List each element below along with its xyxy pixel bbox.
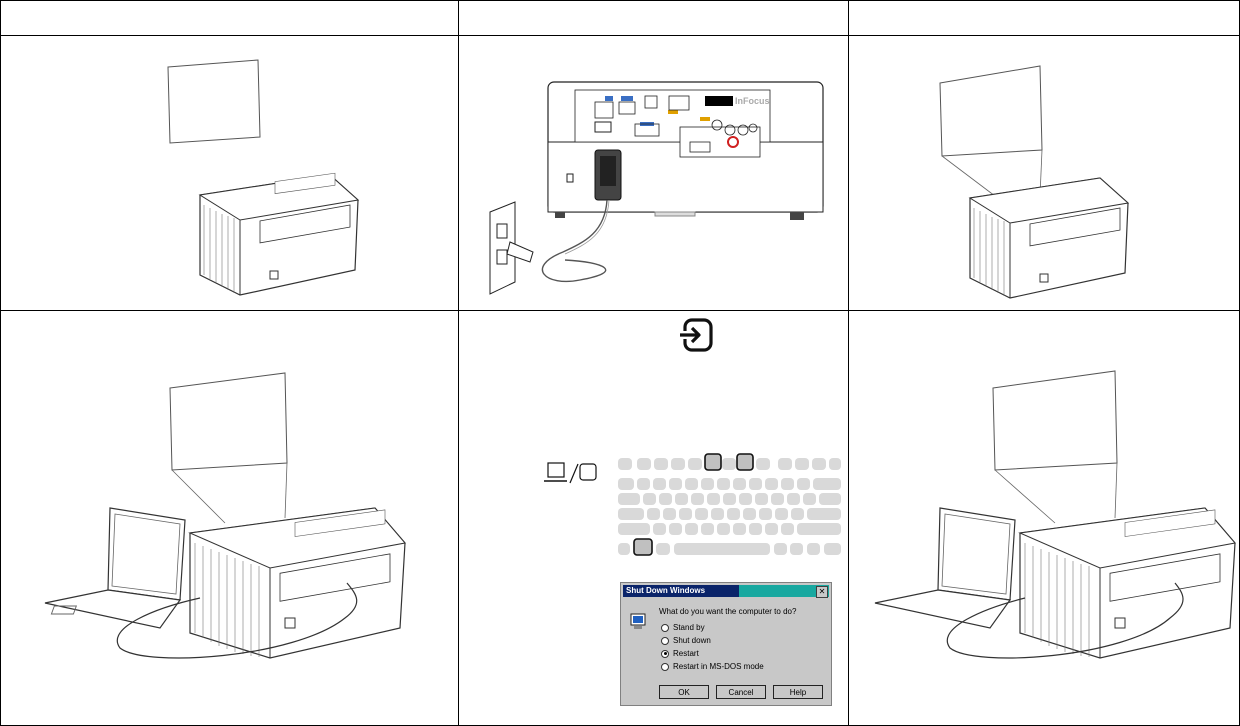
radio-shut-down[interactable] [661, 637, 669, 645]
radio-stand-by[interactable] [661, 624, 669, 632]
header-cell-2 [459, 0, 849, 36]
highlighted-fn-key [634, 539, 652, 555]
input-source-icon [676, 316, 716, 356]
laptop-projecting-illustration [865, 368, 1240, 668]
brand-logo-text: InFocus [735, 96, 770, 106]
laptop-connection-illustration [35, 368, 415, 668]
ok-button[interactable]: OK [659, 685, 709, 699]
shut-down-dialog: Shut Down Windows ✕ What do you want the… [620, 582, 832, 706]
wall-outlet [490, 202, 533, 294]
option-stand-by[interactable]: Stand by [661, 623, 705, 632]
help-button[interactable]: Help [773, 685, 823, 699]
computer-icon [629, 613, 649, 631]
radio-restart[interactable] [661, 650, 669, 658]
laptop-icon [543, 461, 571, 485]
header-cell-3 [849, 0, 1240, 36]
projector-projecting-illustration [930, 58, 1160, 303]
radio-restart-ms-dos[interactable] [661, 663, 669, 671]
option-restart-ms-dos[interactable]: Restart in MS-DOS mode [661, 662, 764, 671]
cancel-button[interactable]: Cancel [716, 685, 766, 699]
rear-panel-power-illustration: InFocus [485, 82, 830, 297]
laptop [45, 508, 185, 628]
header-cell-1 [0, 0, 459, 36]
keyboard-illustration [614, 450, 846, 558]
close-icon[interactable]: ✕ [816, 586, 828, 598]
dialog-question: What do you want the computer to do? [659, 607, 796, 616]
keyboard-function-row [618, 458, 841, 470]
projector-body [200, 173, 358, 295]
monitor-icon [578, 462, 598, 484]
option-shut-down[interactable]: Shut down [661, 636, 711, 645]
option-restart[interactable]: Restart [661, 649, 699, 658]
projector-screen-illustration [150, 55, 380, 300]
